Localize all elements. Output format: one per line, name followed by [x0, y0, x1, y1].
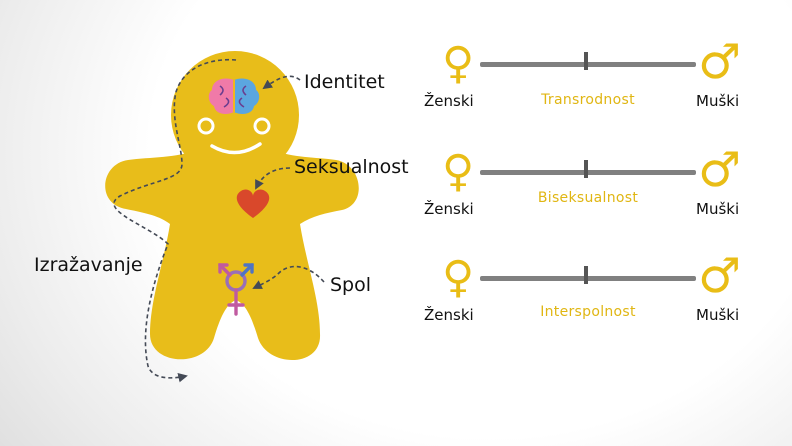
scale-marker: [584, 160, 588, 178]
identity-label: Identitet: [304, 71, 385, 93]
male-symbol-icon: ♂: [698, 34, 742, 90]
right-eye: [253, 117, 271, 135]
scale-marker: [584, 52, 588, 70]
female-symbol-icon: ♀: [442, 252, 475, 303]
scale-middle-label: Transrodnost: [541, 92, 635, 108]
scale-bar: [480, 276, 696, 281]
scale-marker: [584, 266, 588, 284]
left-eye: [197, 117, 215, 135]
identity-connector: [262, 75, 301, 90]
female-label: Ženski: [424, 306, 474, 324]
brain-icon: [208, 78, 260, 114]
bisexuality-scale: ♀ ♂ Ženski Biseksualnost Muški: [420, 146, 760, 248]
scale-middle-label: Biseksualnost: [537, 190, 639, 206]
female-symbol-icon: ♀: [442, 38, 475, 89]
sex-label: Spol: [330, 274, 372, 296]
sex-connector: [252, 265, 325, 289]
scale-bar: [480, 170, 696, 175]
male-label: Muški: [696, 200, 740, 218]
sexuality-connector: [255, 167, 291, 190]
scale-bar: [480, 62, 696, 67]
female-symbol-icon: ♀: [442, 146, 475, 197]
smile: [210, 142, 262, 155]
heart-icon: [236, 189, 270, 218]
transgender-scale: ♀ ♂ Ženski Transrodnost Muški: [420, 38, 760, 140]
scale-middle-label: Interspolnost: [540, 304, 636, 320]
male-label: Muški: [696, 92, 740, 110]
female-label: Ženski: [424, 200, 474, 218]
male-symbol-icon: ♂: [698, 248, 742, 304]
female-label: Ženski: [424, 92, 474, 110]
male-symbol-icon: ♂: [698, 142, 742, 198]
sexuality-label: Seksualnost: [294, 156, 409, 178]
intersex-scale: ♀ ♂ Ženski Interspolnost Muški: [420, 252, 760, 354]
figure-body: [105, 145, 359, 361]
gender-symbol-icon: [218, 263, 254, 316]
male-label: Muški: [696, 306, 740, 324]
expression-label: Izražavanje: [34, 254, 143, 276]
expression-connector: [113, 58, 237, 383]
